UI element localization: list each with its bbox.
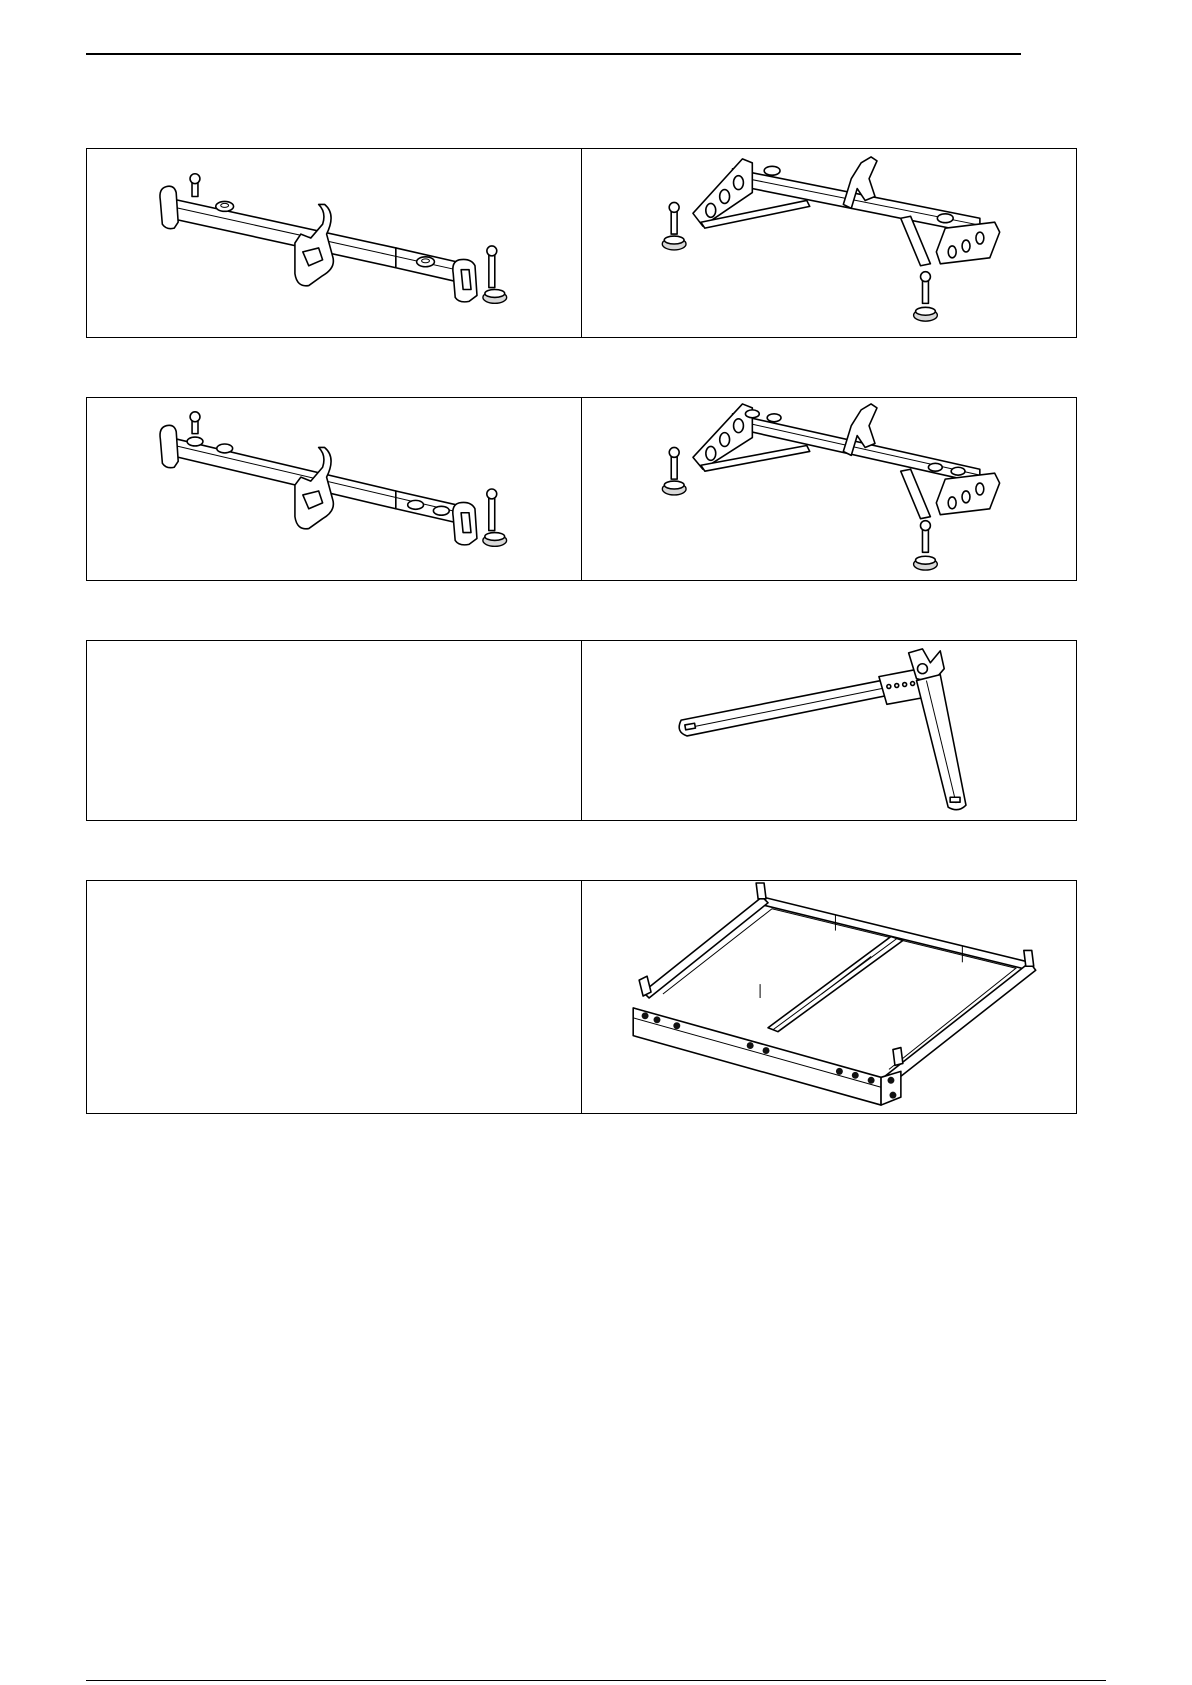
figure-cell-bar-bracket-extended [87,398,581,580]
figure-cell-empty-4 [87,881,581,1113]
figure-row-3 [86,640,1077,821]
stand-base-legs-drawing [582,641,1076,820]
rigging-frame-drawing [582,881,1076,1113]
figure-cell-bar-bracket [87,149,581,337]
figure-row-1 [86,148,1077,338]
bar-bracket-drawing [87,149,581,337]
figure-cell-rigging-frame [581,881,1076,1113]
figure-cell-frame-bracket [581,149,1076,337]
figure-row-4 [86,880,1077,1114]
frame-bracket-drawing [582,149,1076,337]
header-rule [86,53,1021,55]
figure-cell-stand-base-legs [581,641,1076,820]
footer-rule [86,1680,1106,1681]
figure-row-2 [86,397,1077,581]
bar-bracket-extended-drawing [87,398,581,580]
figure-cell-frame-bracket-extended [581,398,1076,580]
figure-cell-empty-3 [87,641,581,820]
frame-bracket-extended-drawing [582,398,1076,580]
